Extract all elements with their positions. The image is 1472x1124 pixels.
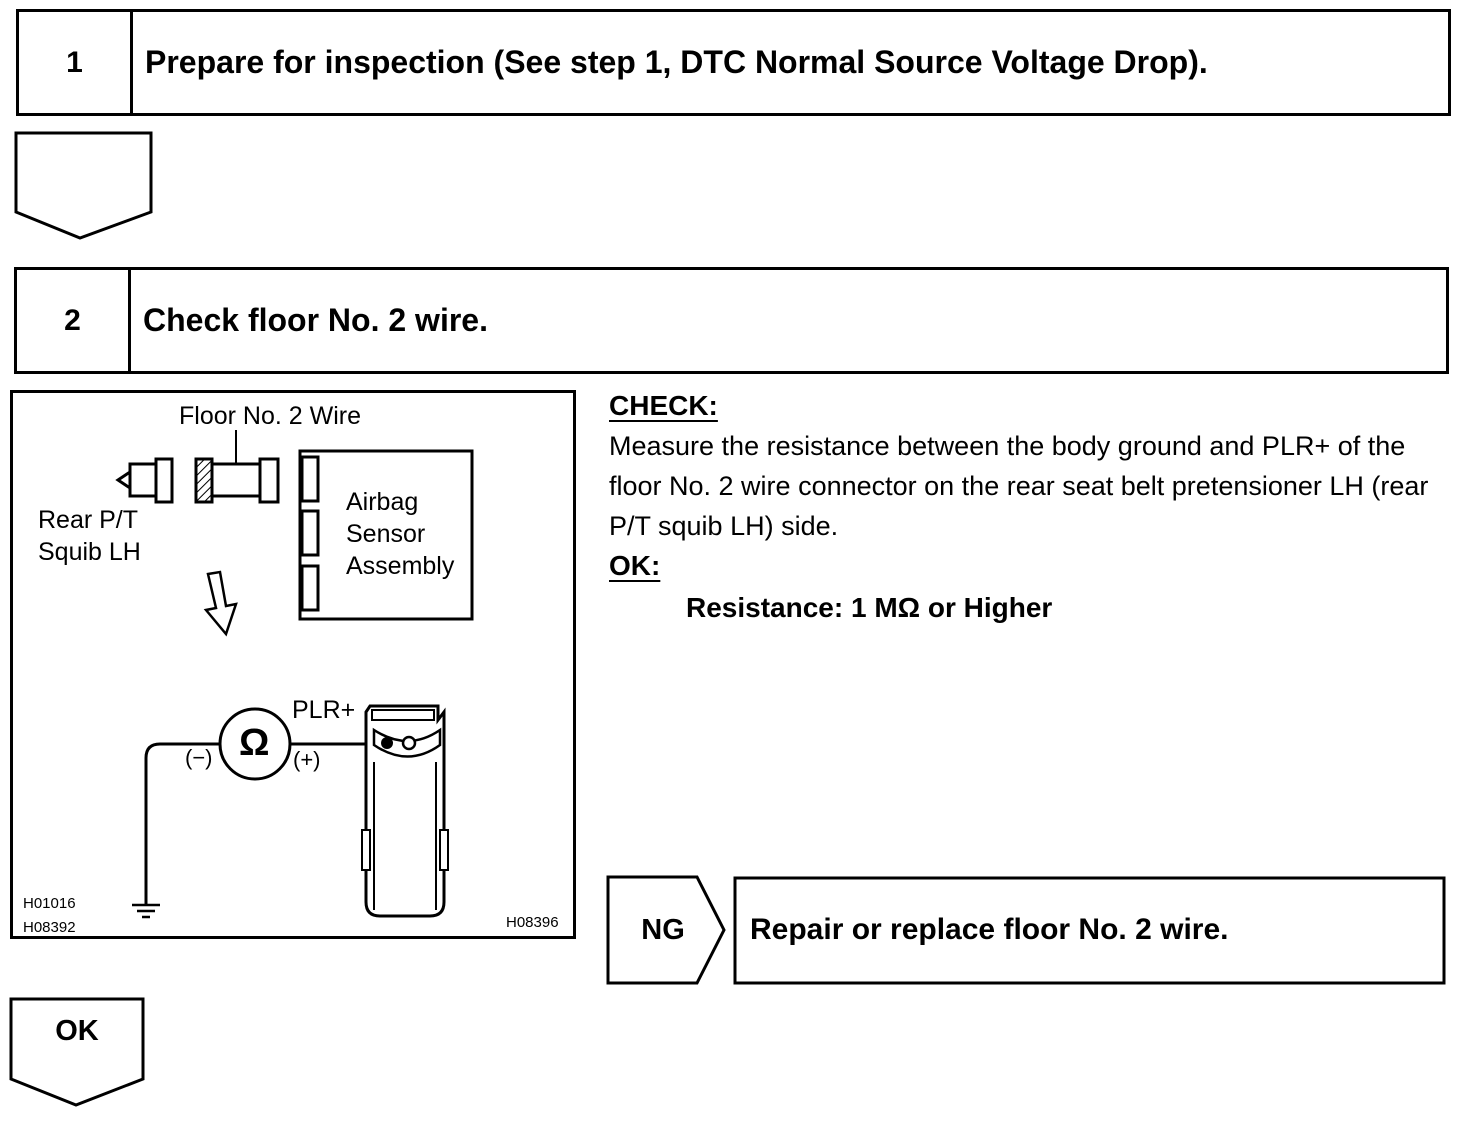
- step-2-title: Check floor No. 2 wire.: [143, 302, 488, 338]
- squib-label-line-1: Rear P/T: [38, 506, 139, 534]
- sensor-label-line-1: Airbag: [346, 488, 419, 516]
- check-section: CHECK: Measure the resistance between th…: [609, 386, 1457, 626]
- step-1-number: 1: [19, 12, 133, 113]
- ng-label: NG: [641, 913, 685, 946]
- plr-plus-label: PLR+: [292, 696, 356, 724]
- continue-arrow-shape: [14, 131, 153, 240]
- squib-label-line-2: Squib LH: [38, 538, 141, 566]
- resistance-spec: Resistance: 1 MΩ or Higher: [686, 592, 1053, 623]
- ng-pentagon-shape: [606, 875, 726, 985]
- ng-action-box: [733, 876, 1446, 985]
- ground-icon: [132, 903, 160, 919]
- step-1-title: Prepare for inspection (See step 1, DTC …: [145, 44, 1208, 80]
- airbag-sensor-assembly-icon: [298, 449, 474, 621]
- figure-code-2: H08392: [23, 919, 76, 936]
- ohm-symbol: Ω: [239, 722, 270, 764]
- floor-wire-connector-icon: [194, 430, 280, 504]
- figure-code-3: H08396: [506, 914, 559, 931]
- squib-connector-icon: [115, 457, 174, 504]
- floor-wire-label: Floor No. 2 Wire: [179, 402, 361, 430]
- step-2-number: 2: [17, 270, 131, 371]
- sensor-label-line-3: Assembly: [346, 552, 455, 580]
- minus-terminal-label: (−): [185, 745, 213, 770]
- ok-heading: OK:: [609, 550, 661, 581]
- sensor-label-line-2: Sensor: [346, 520, 426, 548]
- step-2-box: 2 Check floor No. 2 wire.: [14, 267, 1449, 374]
- figure-code-1: H01016: [23, 895, 76, 912]
- diagram-drawing: [10, 390, 576, 939]
- ok-arrow-shape: [9, 997, 145, 1107]
- plus-terminal-label: (+): [293, 747, 321, 772]
- wiring-diagram: Floor No. 2 Wire Rear P/T Squib LH Airba…: [10, 390, 576, 939]
- ng-action-text: Repair or replace floor No. 2 wire.: [750, 913, 1229, 946]
- ok-label: OK: [55, 1015, 99, 1047]
- check-instructions: Measure the resistance between the body …: [609, 431, 1429, 541]
- down-arrow-icon: [203, 570, 238, 637]
- pretensioner-connector-icon: [361, 704, 449, 918]
- step-1-box: 1 Prepare for inspection (See step 1, DT…: [16, 9, 1451, 116]
- check-heading: CHECK:: [609, 390, 718, 421]
